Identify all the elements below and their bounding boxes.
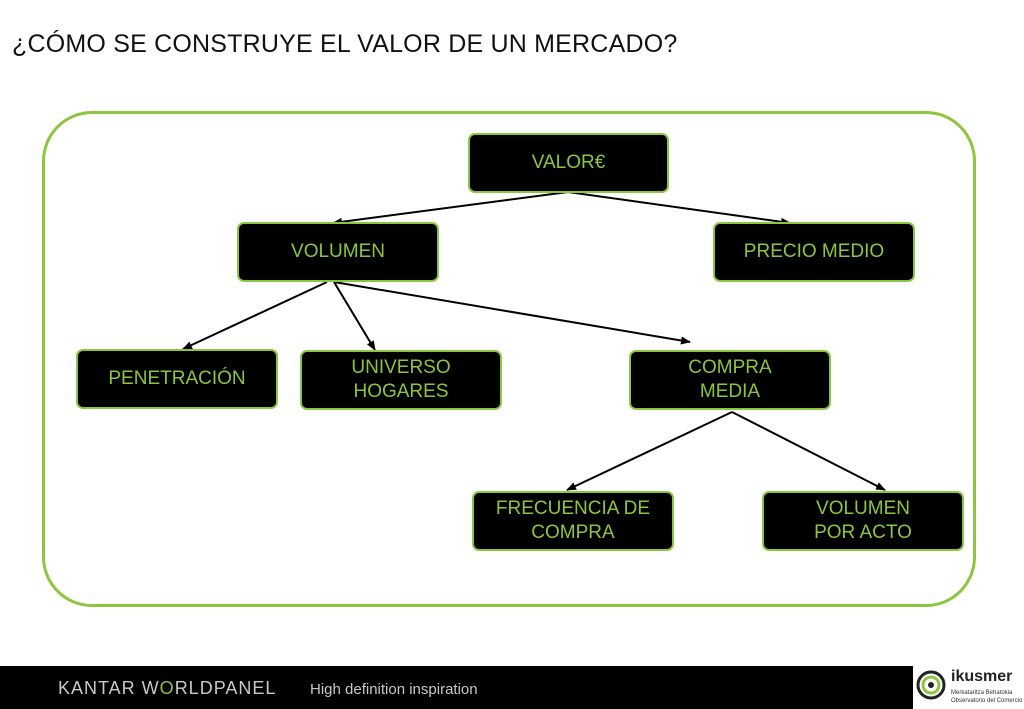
node-volumen-label: VOLUMEN bbox=[291, 241, 385, 262]
node-compra-media: COMPRA MEDIA bbox=[629, 350, 831, 410]
edge-compra-frecuencia bbox=[566, 411, 733, 491]
ikusmer-wordmark: ikusmer bbox=[951, 668, 1013, 685]
footer-bar: KANTAR WORLDPANEL High definition inspir… bbox=[0, 666, 1024, 709]
brand-text-part1: KANTAR W bbox=[58, 678, 160, 698]
node-frecuencia-compra-line2: COMPRA bbox=[531, 522, 615, 543]
node-compra-media-line1: COMPRA bbox=[688, 357, 772, 378]
node-volumen: VOLUMEN bbox=[237, 222, 439, 282]
node-volumen-por-acto-line1: VOLUMEN bbox=[816, 498, 910, 519]
node-universo-hogares: UNIVERSO HOGARES bbox=[300, 350, 502, 410]
brand-text-part2: RLDPANEL bbox=[174, 678, 277, 698]
node-frecuencia-compra: FRECUENCIA DE COMPRA bbox=[472, 491, 674, 551]
node-volumen-por-acto-line2: POR ACTO bbox=[814, 522, 912, 543]
node-universo-hogares-line2: HOGARES bbox=[353, 381, 449, 402]
ikusmer-logo: ikusmer Merkataritza Behatokia Observato… bbox=[913, 666, 1024, 709]
node-precio-medio: PRECIO MEDIO bbox=[713, 222, 915, 282]
node-penetracion: PENETRACIÓN bbox=[76, 349, 278, 409]
ikusmer-subtitle-2: Observatorio del Comercio bbox=[951, 698, 1023, 704]
ikusmer-subtitle-1: Merkataritza Behatokia bbox=[951, 690, 1013, 696]
node-valor-label: VALOR€ bbox=[531, 152, 606, 173]
node-universo-hogares-line1: UNIVERSO bbox=[351, 357, 451, 378]
edge-volumen-penetracion bbox=[182, 281, 328, 350]
kantar-worldpanel-logo: KANTAR WORLDPANEL bbox=[58, 678, 276, 699]
node-volumen-por-acto: VOLUMEN POR ACTO bbox=[762, 491, 964, 551]
edge-valor-precio-medio bbox=[567, 191, 791, 226]
node-penetracion-label: PENETRACIÓN bbox=[108, 368, 246, 389]
node-valor: VALOR€ bbox=[468, 133, 669, 193]
ikusmer-swirl-icon bbox=[916, 670, 946, 700]
edge-valor-volumen bbox=[332, 191, 569, 226]
brand-tagline: High definition inspiration bbox=[310, 681, 478, 698]
node-frecuencia-compra-line1: FRECUENCIA DE bbox=[495, 498, 651, 519]
node-precio-medio-label: PRECIO MEDIO bbox=[743, 241, 885, 262]
diagram-frame bbox=[42, 111, 976, 607]
edge-volumen-universo bbox=[333, 281, 376, 351]
page-title: ¿CÓMO SE CONSTRUYE EL VALOR DE UN MERCAD… bbox=[12, 30, 678, 58]
edge-volumen-compra-media bbox=[333, 281, 691, 345]
edge-compra-volumen-acto bbox=[731, 411, 886, 491]
node-compra-media-line2: MEDIA bbox=[699, 381, 761, 402]
brand-text-o: O bbox=[159, 678, 175, 698]
